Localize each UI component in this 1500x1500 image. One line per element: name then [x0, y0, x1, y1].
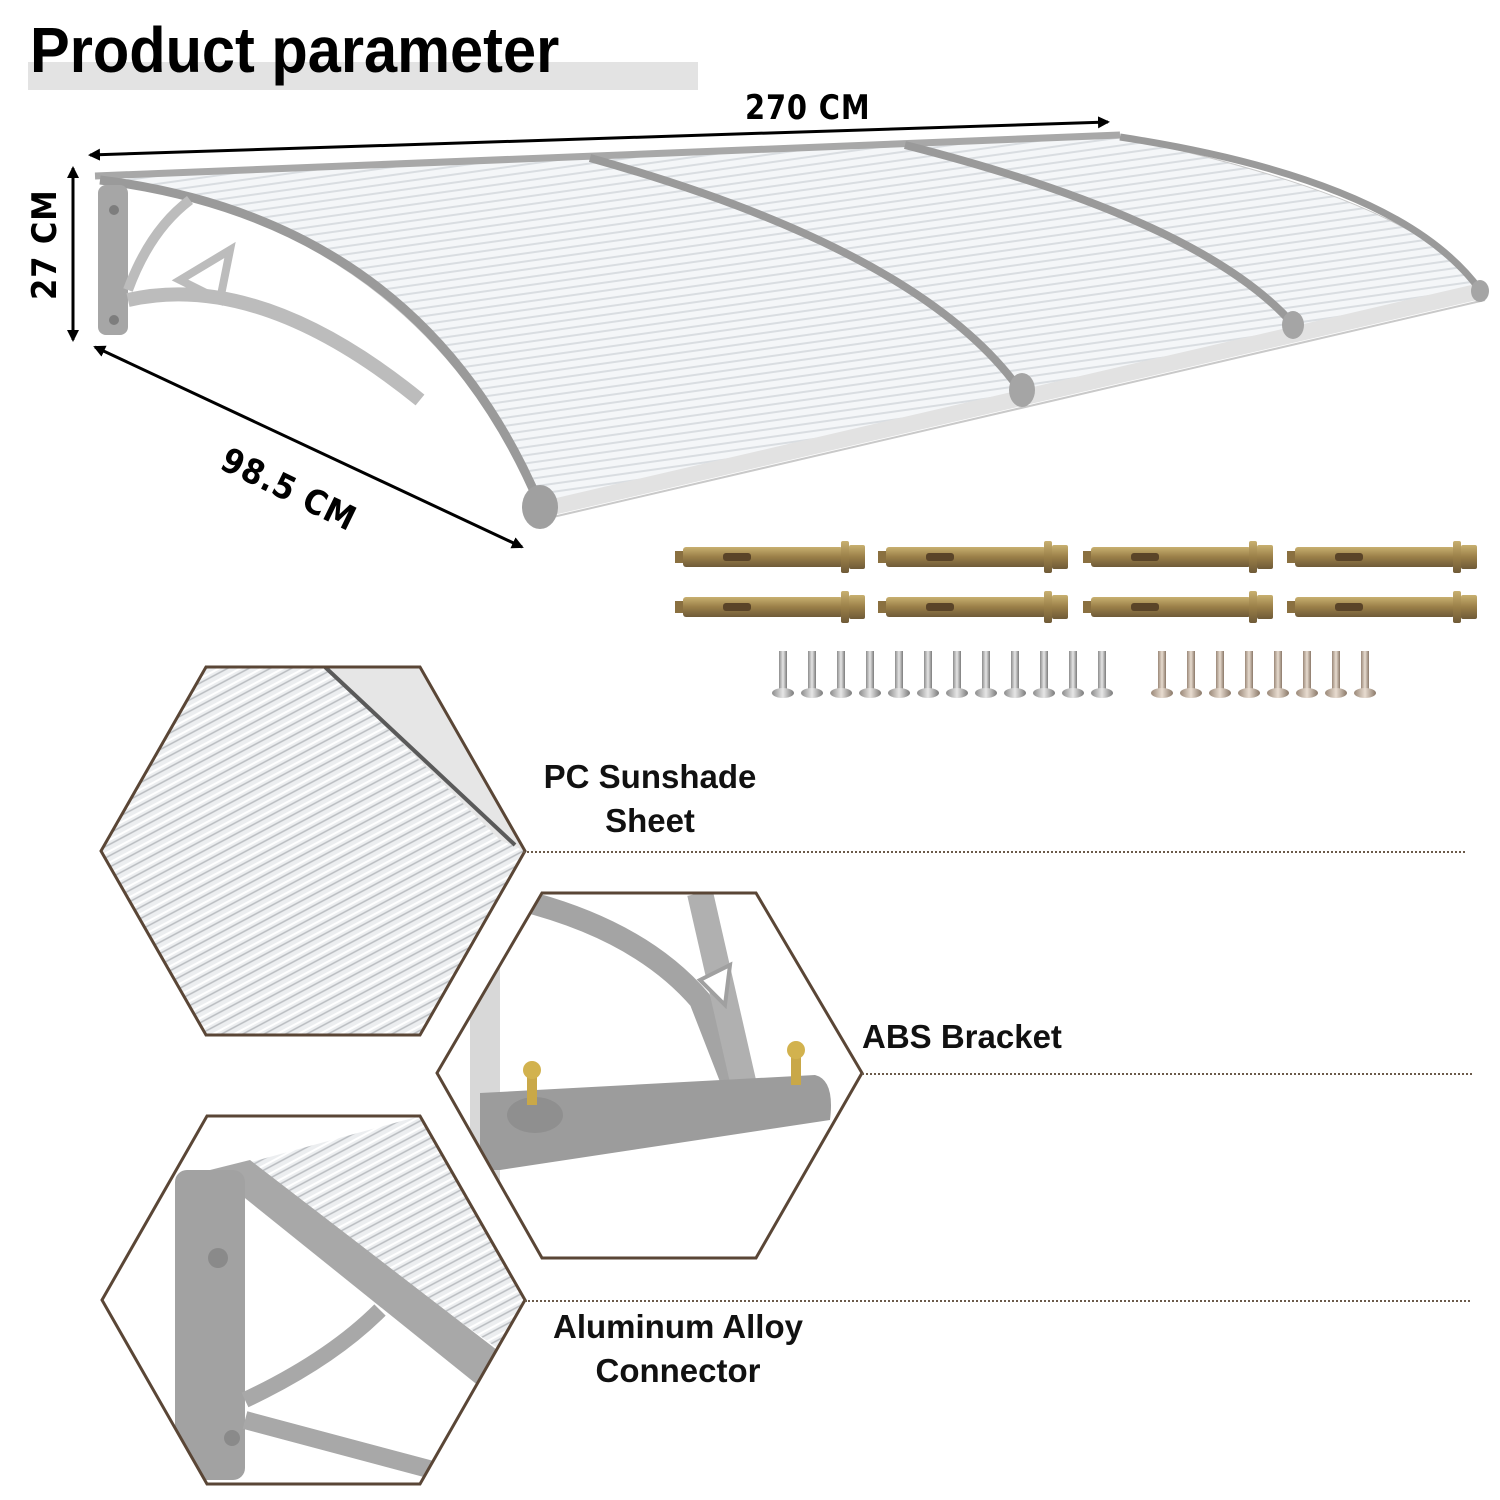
rib-left [99, 175, 545, 507]
feature-label-abs-bracket: ABS Bracket [862, 1015, 1062, 1059]
rib-2 [588, 154, 1024, 393]
feature-label-aluminum-connector: Aluminum Alloy Connector [528, 1305, 828, 1393]
pc-sheet-leader-line [523, 851, 1465, 853]
pc-sheet-hexagon [101, 667, 525, 1035]
depth-arrow [93, 345, 524, 549]
connector-label-line2: Connector [595, 1352, 761, 1389]
connector-label-line1: Aluminum Alloy [553, 1308, 803, 1345]
abs-bracket-hexagon [437, 893, 862, 1258]
page-title: Product parameter [30, 14, 560, 86]
abs-bracket-label: ABS Bracket [862, 1018, 1062, 1055]
abs-bracket-leader-line [862, 1073, 1472, 1075]
pc-sheet-label-line1: PC Sunshade [543, 758, 757, 795]
connector-leader-line [525, 1300, 1470, 1302]
wall-bracket [98, 185, 128, 335]
width-arrow [88, 116, 1110, 161]
feature-label-pc-sheet: PC Sunshade Sheet [520, 755, 780, 843]
canopy-illustration [67, 116, 1489, 549]
rib-right [1119, 133, 1483, 293]
title-underline-band [28, 62, 698, 90]
pc-sheet-label-line2: Sheet [605, 802, 695, 839]
aluminum-connector-hexagon [102, 1116, 525, 1484]
width-dimension-label: 270 CM [745, 88, 871, 128]
rib-3 [904, 141, 1295, 326]
